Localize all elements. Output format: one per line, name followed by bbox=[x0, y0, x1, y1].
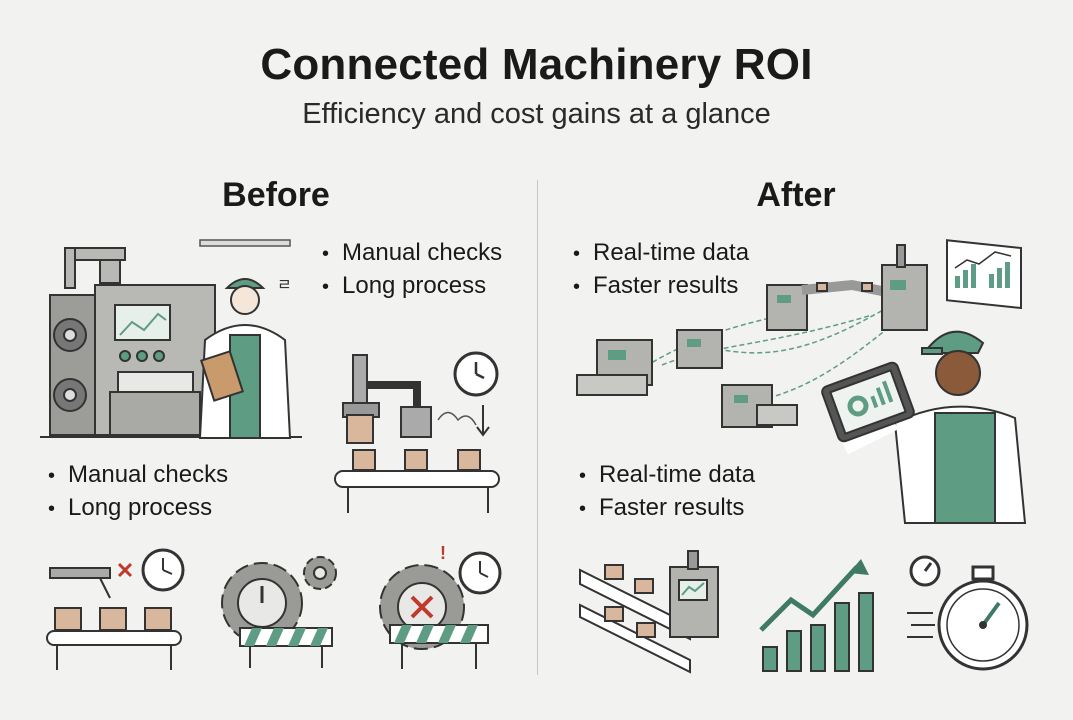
blocked-conveyor-icon bbox=[46, 548, 185, 670]
before-heading: Before bbox=[222, 176, 330, 214]
list-item: Long process bbox=[322, 270, 502, 303]
stopwatch-icon bbox=[907, 555, 1029, 671]
automated-conveyor-icon bbox=[579, 550, 719, 674]
list-item: Faster results bbox=[573, 270, 749, 303]
svg-text:!: ! bbox=[440, 543, 446, 563]
list-item: Manual checks bbox=[48, 459, 228, 492]
clock-icon bbox=[453, 351, 499, 397]
list-item: Real-time data bbox=[573, 237, 749, 270]
list-item: Faster results bbox=[579, 492, 755, 525]
growth-chart-icon bbox=[759, 559, 874, 672]
list-item: Real-time data bbox=[579, 459, 755, 492]
list-item: Manual checks bbox=[322, 237, 502, 270]
connected-machines-network-icon bbox=[576, 244, 928, 428]
dashboard-chart-icon bbox=[946, 239, 1022, 310]
page-subtitle: Efficiency and cost gains at a glance bbox=[302, 98, 771, 130]
gear-error-icon: ! bbox=[379, 543, 502, 669]
industrial-machine-icon bbox=[40, 247, 302, 438]
after-bullets-top: Real-time data Faster results bbox=[573, 237, 749, 303]
gear-barrier-icon bbox=[221, 556, 337, 668]
section-divider bbox=[537, 180, 538, 675]
list-item: Long process bbox=[48, 492, 228, 525]
svg-text:ㄹ: ㄹ bbox=[277, 277, 292, 294]
worker-with-tablet-icon bbox=[821, 330, 1027, 524]
after-heading: After bbox=[756, 176, 836, 214]
before-bullets-bottom: Manual checks Long process bbox=[48, 459, 228, 525]
after-bullets-bottom: Real-time data Faster results bbox=[579, 459, 755, 525]
page-title: Connected Machinery ROI bbox=[260, 40, 813, 89]
before-bullets-top: Manual checks Long process bbox=[322, 237, 502, 303]
stressed-worker-icon: ㄹ bbox=[198, 239, 292, 439]
robot-arm-conveyor-icon bbox=[334, 354, 500, 513]
